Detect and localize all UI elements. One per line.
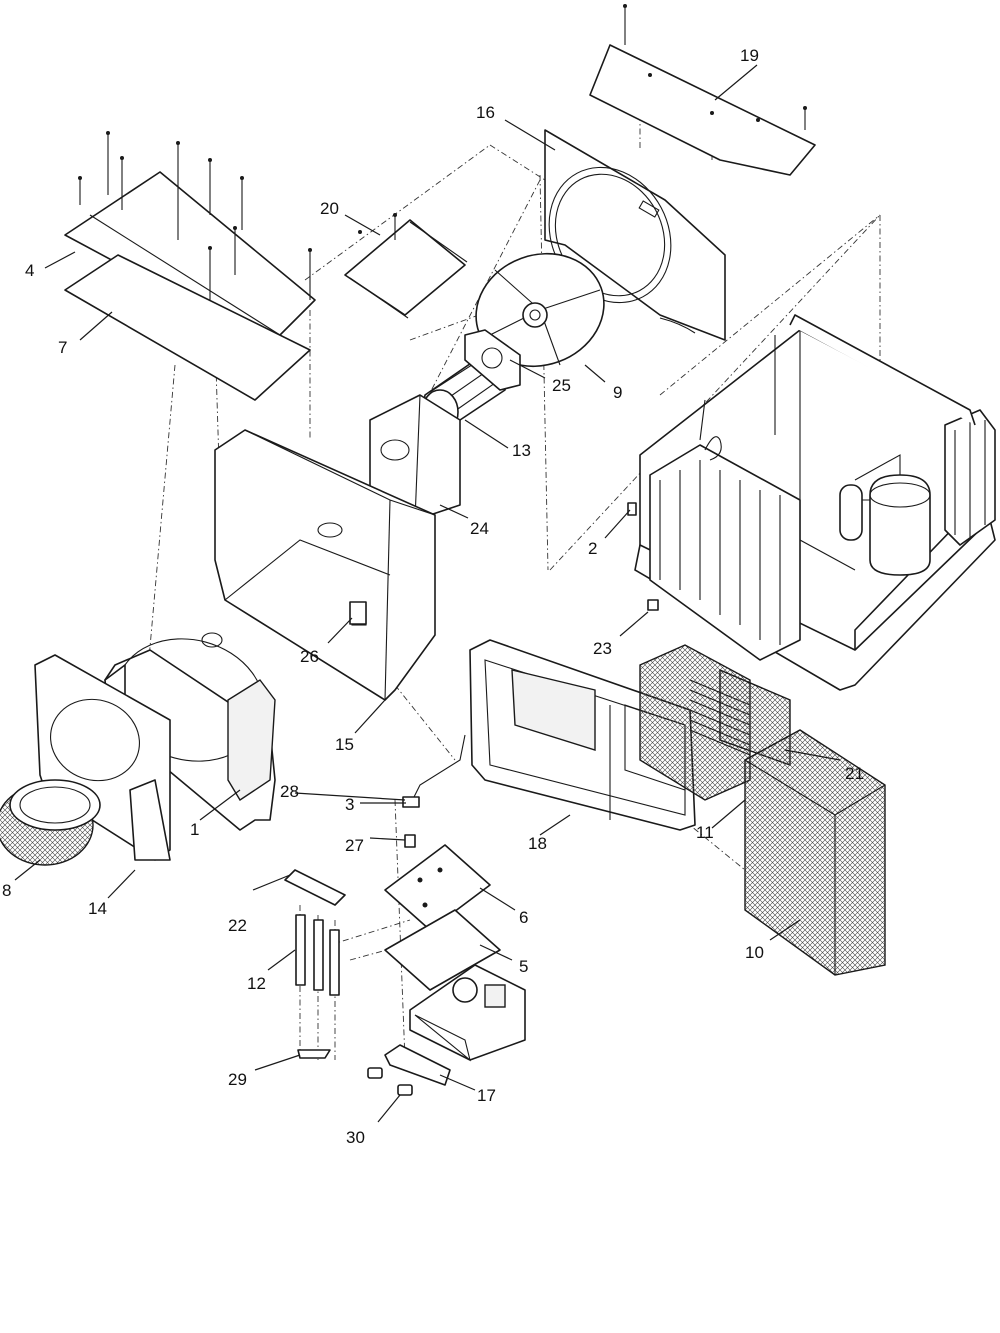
callout-17: 17	[477, 1086, 496, 1105]
callout-22: 22	[228, 916, 247, 935]
callout-14: 14	[88, 899, 107, 918]
part-9-fan-blade	[475, 252, 605, 368]
part-29-heater-clip	[297, 1049, 331, 1059]
part-2-clip	[627, 502, 637, 516]
callout-10: 10	[745, 943, 764, 962]
part-30-knobs	[367, 1067, 413, 1096]
condenser-coil	[944, 409, 996, 546]
callout-28: 28	[280, 782, 299, 801]
callout-1: 1	[190, 820, 199, 839]
callout-7: 7	[58, 338, 67, 357]
part-12-heater-elements	[295, 914, 340, 996]
callout-13: 13	[512, 441, 531, 460]
part-3-thermostat-bulb	[402, 734, 466, 808]
callout-3: 3	[345, 795, 354, 814]
part-23-clip	[647, 599, 659, 611]
part-25-motor-mount	[464, 329, 521, 391]
callout-18: 18	[528, 834, 547, 853]
control-box	[409, 964, 526, 1062]
callout-27: 27	[345, 836, 364, 855]
part-15-inner-housing	[214, 429, 436, 701]
callout-23: 23	[593, 639, 612, 658]
part-18-front-frame	[469, 639, 696, 831]
callout-25: 25	[552, 376, 571, 395]
part-26-switch	[349, 601, 367, 625]
callout-29: 29	[228, 1070, 247, 1089]
part-5-control-insulation	[384, 909, 501, 991]
callout-16: 16	[476, 103, 495, 122]
part-22-heater-bracket	[284, 869, 346, 906]
part-10-front-grille	[744, 729, 886, 976]
callout-2: 2	[588, 539, 597, 558]
compressor	[839, 454, 931, 576]
evaporator-coil	[649, 444, 801, 661]
callout-labels: 19 16 20 4 7 9 25 13 24 2 23 26 15 1 18 …	[2, 46, 864, 1147]
callout-11: 11	[696, 823, 714, 842]
part-14-blower-plate	[34, 654, 171, 861]
callout-6: 6	[519, 908, 528, 927]
callout-15: 15	[335, 735, 354, 754]
callout-24: 24	[470, 519, 489, 538]
callout-12: 12	[247, 974, 266, 993]
part-8-blower-wheel	[0, 779, 101, 866]
callout-21: 21	[845, 764, 864, 783]
callout-20: 20	[320, 199, 339, 218]
part-6-control-panel	[384, 844, 491, 931]
part-20-bracket	[344, 213, 468, 319]
callout-19: 19	[740, 46, 759, 65]
part-27-spacer	[404, 834, 416, 848]
callout-leaders	[14, 64, 841, 1123]
part-19-rear-top-cover	[589, 4, 816, 176]
callout-26: 26	[300, 647, 319, 666]
callout-8: 8	[2, 881, 11, 900]
chassis-frame	[699, 314, 976, 461]
part-17-control-faceplate	[384, 1044, 451, 1086]
part-7-top-insulation	[64, 254, 311, 401]
callout-30: 30	[346, 1128, 365, 1147]
top-panel-screws	[78, 131, 312, 300]
callout-5: 5	[519, 957, 528, 976]
callout-9: 9	[613, 383, 622, 402]
callout-4: 4	[25, 261, 34, 280]
